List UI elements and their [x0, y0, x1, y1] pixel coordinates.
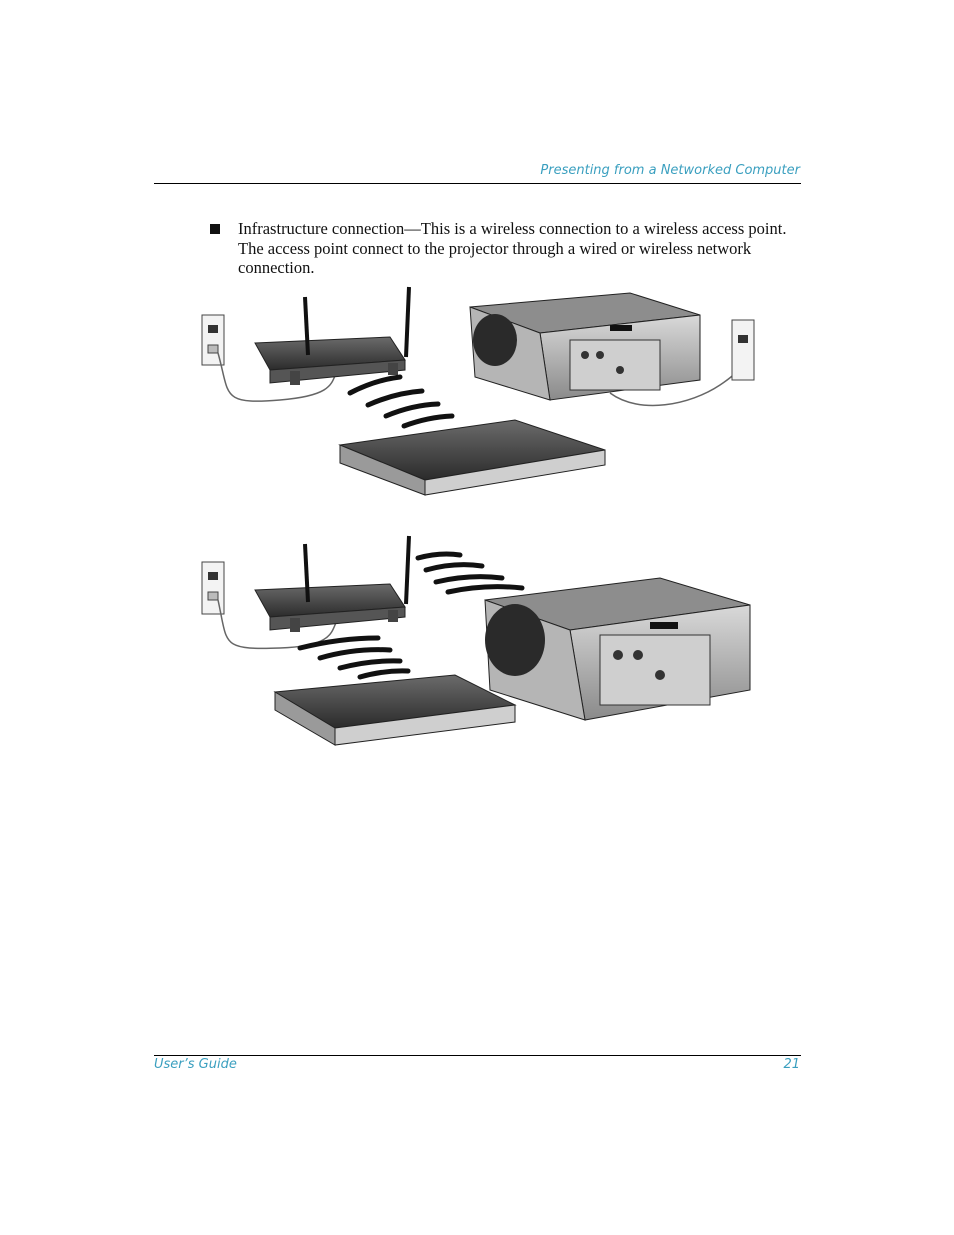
page-number: 21 [783, 1057, 800, 1072]
square-bullet-icon [210, 224, 220, 234]
laptop-icon [338, 419, 606, 496]
projector-icon [484, 577, 751, 721]
wireless-signal-icon [415, 551, 525, 595]
wall-jack-icon [201, 561, 225, 615]
figure-wired-projector [201, 286, 755, 496]
figure-wireless-projector [201, 535, 751, 746]
header-rule [154, 183, 801, 184]
projector-icon [469, 292, 701, 401]
running-header: Presenting from a Networked Computer [540, 163, 800, 178]
laptop-icon [273, 674, 517, 746]
bullet-item: Infrastructure connection—This is a wire… [210, 219, 790, 278]
wireless-access-point-icon [254, 286, 411, 385]
footer-rule [154, 1055, 801, 1056]
wireless-access-point-icon [254, 535, 411, 632]
wall-jack-icon [201, 314, 225, 366]
bullet-text: Infrastructure connection—This is a wire… [238, 219, 787, 277]
footer-doc-name: User’s Guide [154, 1057, 237, 1072]
wireless-signal-icon [347, 374, 455, 429]
wall-jack-icon [731, 319, 755, 381]
wireless-signal-icon [297, 635, 411, 680]
